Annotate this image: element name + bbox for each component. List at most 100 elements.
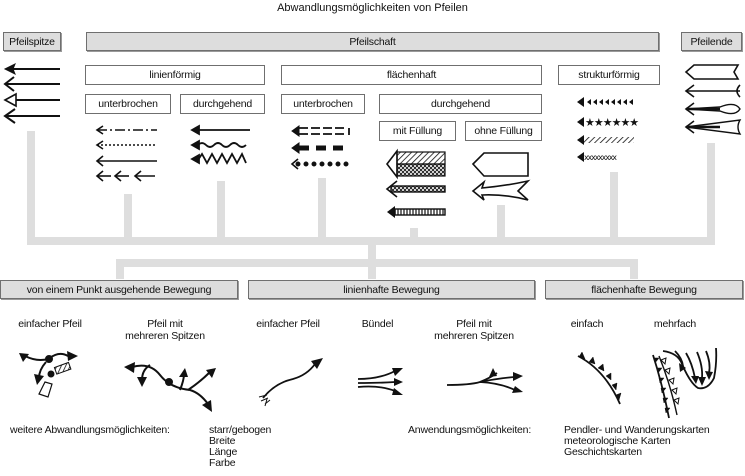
symbol-line-simple [258, 358, 323, 407]
label-ohne-fuellung: ohne Füllung [474, 125, 533, 137]
label-linear-durchgehend: durchgehend [192, 98, 253, 110]
svg-text:xxxxxxxxx: xxxxxxxxx [584, 153, 617, 162]
box-linear-durchgehend: durchgehend [180, 94, 265, 114]
arrow-dash-dot [95, 125, 157, 135]
label-flaeche-mehrfach: mehrfach [653, 318, 697, 330]
arrow-solid [190, 124, 250, 136]
svg-text:★★★★★★: ★★★★★★ [585, 116, 639, 129]
connector-linear-broken [124, 194, 132, 245]
label-punkt-mehrere-spitzen: Pfeil mit mehreren Spitzen [125, 318, 205, 342]
application-item: meteorologische Karten [564, 435, 671, 447]
linear-solid-arrows [190, 124, 250, 165]
arrow-stars: ★★★★★★ [577, 116, 640, 129]
connector-drop-right [630, 259, 638, 279]
arrow-tip-hollow-triangle [3, 92, 60, 108]
box-punkt-bewegung: von einem Punkt ausgehende Bewegung [0, 280, 238, 299]
symbol-point-multihead [124, 362, 216, 412]
arrow-solid-thin [95, 155, 157, 167]
connector-top-bar [27, 237, 715, 245]
arrow-end-notched-band [684, 64, 740, 80]
connector-drop-mid [368, 259, 376, 279]
further-option-item: starr/gebogen [209, 424, 272, 436]
label-strukturfoermig: strukturförmig [578, 69, 640, 81]
connector-trunk [368, 245, 376, 262]
arrow-dotted [95, 140, 157, 150]
arrow-end-teardrop [684, 102, 741, 116]
further-option-item: Länge [209, 446, 238, 458]
label-linienfoermig: linienförmig [149, 69, 201, 81]
arrow-end-swallowtail [684, 84, 741, 98]
arrow-twisted-rope [577, 135, 634, 145]
arrow-wavy [190, 139, 247, 151]
label-areal-unterbrochen: unterbrochen [293, 98, 353, 110]
symbol-line-multihead [446, 368, 523, 393]
areal-outline-arrows [471, 152, 531, 201]
further-option-item: Farbe [209, 457, 236, 469]
arrow-double-dashed [291, 125, 350, 137]
box-linienfoermig: linienförmig [85, 65, 265, 85]
label-applications: Anwendungsmöglichkeiten: [408, 424, 532, 436]
symbol-area-simple [577, 351, 622, 405]
symbol-point-simple [19, 351, 78, 398]
arrow-outline-swallowtail [471, 179, 531, 201]
symbol-line-bundle [357, 368, 403, 395]
further-options-list: starr/gebogen Breite Länge Farbe [209, 425, 271, 469]
areal-filled-arrows [385, 148, 446, 218]
connector-structural [610, 172, 618, 245]
arrow-outline-block [471, 152, 529, 177]
structural-arrows: ★★★★★★ xxxxxxxxx [577, 97, 640, 162]
connector-lower-bar [116, 259, 638, 267]
symbol-area-multiple [652, 347, 718, 419]
connector-end [707, 143, 715, 245]
box-pfeilspitze: Pfeilspitze [3, 32, 61, 51]
arrow-end-fishtail [684, 119, 742, 135]
label-punkt-einfacher-pfeil: einfacher Pfeil [18, 318, 82, 330]
label-further-options: weitere Abwandlungsmöglichkeiten: [10, 424, 170, 436]
connector-areal-outline [497, 205, 505, 245]
label-linienhafte-bewegung: linienhafte Bewegung [343, 283, 440, 296]
arrow-zigzag [190, 151, 247, 165]
label-pfeilende: Pfeilende [690, 35, 733, 48]
box-flaechenhafte-bewegung: flächenhafte Bewegung [545, 280, 743, 299]
application-item: Pendler- und Wanderungskarten [564, 424, 710, 436]
box-pfeilschaft: Pfeilschaft [86, 32, 659, 51]
box-mit-fuellung: mit Füllung [379, 121, 456, 141]
linear-broken-arrows [95, 125, 157, 182]
arrow-repeated-heads [95, 170, 155, 182]
further-option-item: Breite [209, 435, 236, 447]
arrow-filled-striped [387, 206, 446, 218]
diagram-title: Abwandlungsmöglichkeiten von Pfeilen [277, 2, 468, 14]
connector-linear-solid [217, 181, 225, 245]
box-ohne-fuellung: ohne Füllung [465, 121, 542, 141]
label-flaechenhaft: flächenhaft [386, 69, 437, 81]
box-linear-unterbrochen: unterbrochen [85, 94, 171, 114]
arrow-small-triangles [577, 97, 633, 107]
arrow-filled-crossed [385, 180, 446, 198]
label-linie-mehrere-spitzen: Pfeil mit mehreren Spitzen [434, 318, 514, 342]
arrow-tip-filled-small [3, 62, 60, 76]
arrow-dotted-thick [290, 158, 355, 170]
box-areal-unterbrochen: unterbrochen [281, 94, 365, 114]
arrow-filled-hatched [385, 148, 446, 180]
arrow-thick-dashed [291, 142, 350, 154]
box-flaechenhaft: flächenhaft [281, 65, 542, 85]
box-pfeilende: Pfeilende [681, 32, 742, 51]
arrow-crosses: xxxxxxxxx [577, 152, 618, 162]
box-strukturfoermig: strukturförmig [558, 65, 660, 85]
box-linienhafte-bewegung: linienhafte Bewegung [248, 280, 535, 299]
label-pfeilschaft: Pfeilschaft [349, 35, 396, 48]
applications-list: Pendler- und Wanderungskarten meteorolog… [564, 425, 710, 458]
label-pfeilspitze: Pfeilspitze [9, 35, 55, 48]
label-linear-unterbrochen: unterbrochen [98, 98, 158, 110]
arrow-tip-open-wide [3, 108, 60, 124]
connector-drop-left [116, 259, 124, 279]
label-flaechenhafte-bewegung: flächenhafte Bewegung [591, 283, 697, 296]
application-item: Geschichtskarten [564, 446, 642, 458]
label-linie-einfacher-pfeil: einfacher Pfeil [256, 318, 320, 330]
box-areal-durchgehend: durchgehend [379, 94, 542, 114]
label-punkt-bewegung: von einem Punkt ausgehende Bewegung [26, 283, 212, 296]
connector-areal-broken [318, 178, 326, 245]
label-mit-fuellung: mit Füllung [392, 125, 443, 137]
label-areal-durchgehend: durchgehend [430, 98, 491, 110]
